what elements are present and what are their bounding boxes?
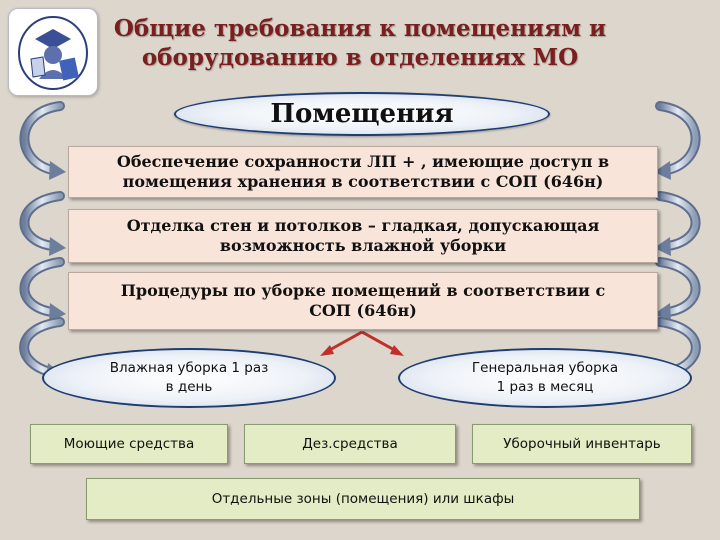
supply-box-disinfectants: Дез.средства (244, 424, 456, 464)
requirement-box: Отделка стен и потолков – гладкая, допус… (68, 209, 658, 263)
requirement-box: Обеспечение сохранности ЛП + , имеющие д… (68, 146, 658, 198)
curved-arrow-icon (654, 257, 701, 322)
requirement-line: Обеспечение сохранности ЛП + , имеющие д… (116, 152, 610, 171)
requirement-line: помещения хранения в соответствии с СОП … (122, 172, 604, 191)
title-line: Общие требования к помещениям и (113, 15, 607, 42)
requirement-line: Процедуры по уборке помещений в соответс… (120, 281, 606, 300)
oval-line: Генеральная уборка (471, 360, 619, 376)
requirement-line: СОП (646н) (309, 301, 417, 320)
curved-arrow-icon (19, 101, 66, 180)
requirement-line: возможность влажной уборки (219, 236, 507, 255)
oval-line: Влажная уборка 1 раз (109, 360, 269, 376)
curved-arrow-icon (19, 257, 66, 322)
curved-arrow-icon (654, 191, 701, 256)
requirement-line: Отделка стен и потолков – гладкая, допус… (126, 216, 600, 235)
daily-cleaning-oval: Влажная уборка 1 раз в день (42, 348, 336, 408)
oval-line: в день (165, 379, 213, 395)
section-header-premises: Помещения (174, 92, 550, 136)
supply-box-equipment: Уборочный инвентарь (472, 424, 692, 464)
monthly-cleaning-oval: Генеральная уборка 1 раз в месяц (398, 348, 692, 408)
split-arrow-icon (320, 330, 404, 356)
page-title: Общие требования к помещениям и оборудов… (100, 14, 620, 72)
logo-emblem-icon (8, 8, 98, 96)
curved-arrow-icon (19, 191, 66, 256)
requirement-box: Процедуры по уборке помещений в соответс… (68, 272, 658, 330)
curved-arrow-icon (654, 101, 701, 180)
zones-box: Отдельные зоны (помещения) или шкафы (86, 478, 640, 520)
oval-line: 1 раз в месяц (496, 379, 594, 395)
supply-box-detergents: Моющие средства (30, 424, 228, 464)
title-line: оборудованию в отделениях МО (141, 44, 579, 71)
